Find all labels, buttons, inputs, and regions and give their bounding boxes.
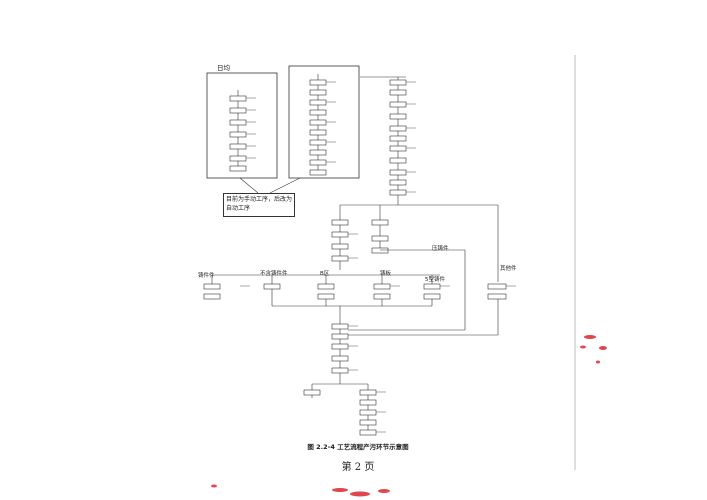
right-main-column [360,76,407,205]
branch-label-side: 其他件 [500,266,517,272]
branch-label-mid-right: 铸板 [380,271,392,277]
process-note-box: 目前为手动工序，后改为自动工序 [223,193,295,217]
group-box-middle [288,65,360,179]
group-box-left [206,72,278,179]
branch-bar [211,274,440,284]
final-steps [303,389,377,436]
second-tier-steps [331,218,466,330]
branch-label-left: 铸件件 [198,273,215,279]
group-label-left: 日均 [217,64,230,72]
distribution-lines [339,204,499,282]
branch-label-far-right: 压铸件 [432,246,449,252]
middle-group-steps [309,74,327,176]
branch-steps [203,283,507,300]
branch-label-center: B区 [320,271,330,277]
final-split [311,383,369,430]
figure-caption: 图 2.2-4 工艺流程产污环节示意图 [307,443,409,451]
emission-ticks [240,81,516,433]
lower-column-steps [331,322,349,384]
branch-label-mid-left: 不含铸件件 [260,271,288,277]
red-seal-marks [211,335,607,497]
page-number: 第 2 页 [341,462,375,473]
left-group-steps [229,90,247,172]
branch-label-right: 5型铸件 [425,277,445,283]
merge-lines [271,289,499,336]
